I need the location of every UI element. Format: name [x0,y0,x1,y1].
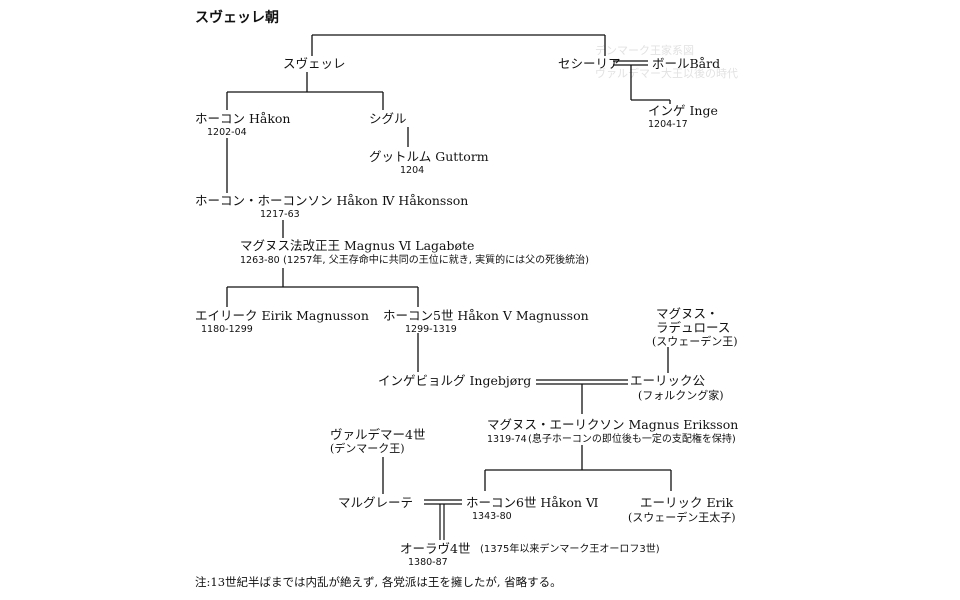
person-margrete: マルグレーテ [338,495,414,510]
person-magnus-eriksson: マグヌス・エーリクソン Magnus Eriksson [487,417,739,432]
person-haakon5: ホーコン5世 Håkon Ⅴ Magnusson [383,308,589,323]
person-erik-duke: エーリック公 [630,373,706,388]
years-haakon6: 1343-80 [472,511,512,522]
person-erik-son: エーリック Erik [640,495,734,510]
person-haakon4: ホーコン・ホーコンソン Håkon Ⅳ Håkonsson [195,193,469,208]
note-magnus-eriksson: (息子ホーコンの即位後も一定の支配権を保持) [528,434,736,445]
bleed-through-heading: デンマーク王家系図 [595,44,694,57]
page-title: スヴェッレ朝 [195,10,279,26]
person-inge: インゲ Inge [648,103,718,118]
years-magnus6: 1263-80 [240,255,280,266]
years-eirik: 1180-1299 [201,324,253,335]
person-olav: オーラヴ4世 [400,541,471,556]
person-magnus-ladulas-line2: ラデュロース [656,320,731,335]
note-magnus6: (1257年, 父王存命中に共同の王位に就き, 実質的には父の死後統治) [283,255,589,266]
person-sigurd: シグル [369,111,407,126]
footnote: 注:13世紀半ばまでは内乱が絶えず, 各党派は王を擁したが, 省略する。 [195,575,562,589]
person-magnus6: マグヌス法改正王 Magnus Ⅵ Lagabøte [240,238,475,253]
note-magnus-ladulas: (スウェーデン王) [652,335,738,348]
years-haakon3: 1202-04 [207,127,247,138]
person-eirik: エイリーク Eirik Magnusson [195,308,369,323]
years-inge: 1204-17 [648,119,688,130]
note-olav: (1375年以来デンマーク王オーロフ3世) [480,544,660,555]
person-magnus-ladulas-line1: マグヌス・ [656,306,719,321]
person-haakon3: ホーコン Håkon [195,111,291,126]
note-erik-son: (スウェーデン王太子) [628,511,736,524]
years-guttorm: 1204 [400,165,425,176]
years-haakon5: 1299-1319 [405,324,457,335]
years-haakon4: 1217-63 [260,209,300,220]
note-erik-duke: (フォルクング家) [638,389,724,402]
person-sverre: スヴェッレ [283,56,346,71]
years-olav: 1380-87 [408,557,448,568]
note-valdemar: (デンマーク王) [330,442,405,455]
years-magnus-eriksson: 1319-74 [487,434,527,445]
person-guttorm: グットルム Guttorm [369,149,489,164]
person-cecilia: セシーリア [558,56,621,71]
person-haakon6: ホーコン6世 Håkon Ⅵ [466,495,599,510]
person-valdemar: ヴァルデマー4世 [330,427,426,442]
person-ingebjorg: インゲビョルグ Ingebjørg [378,373,532,388]
person-bard: ボールBård [652,56,721,71]
